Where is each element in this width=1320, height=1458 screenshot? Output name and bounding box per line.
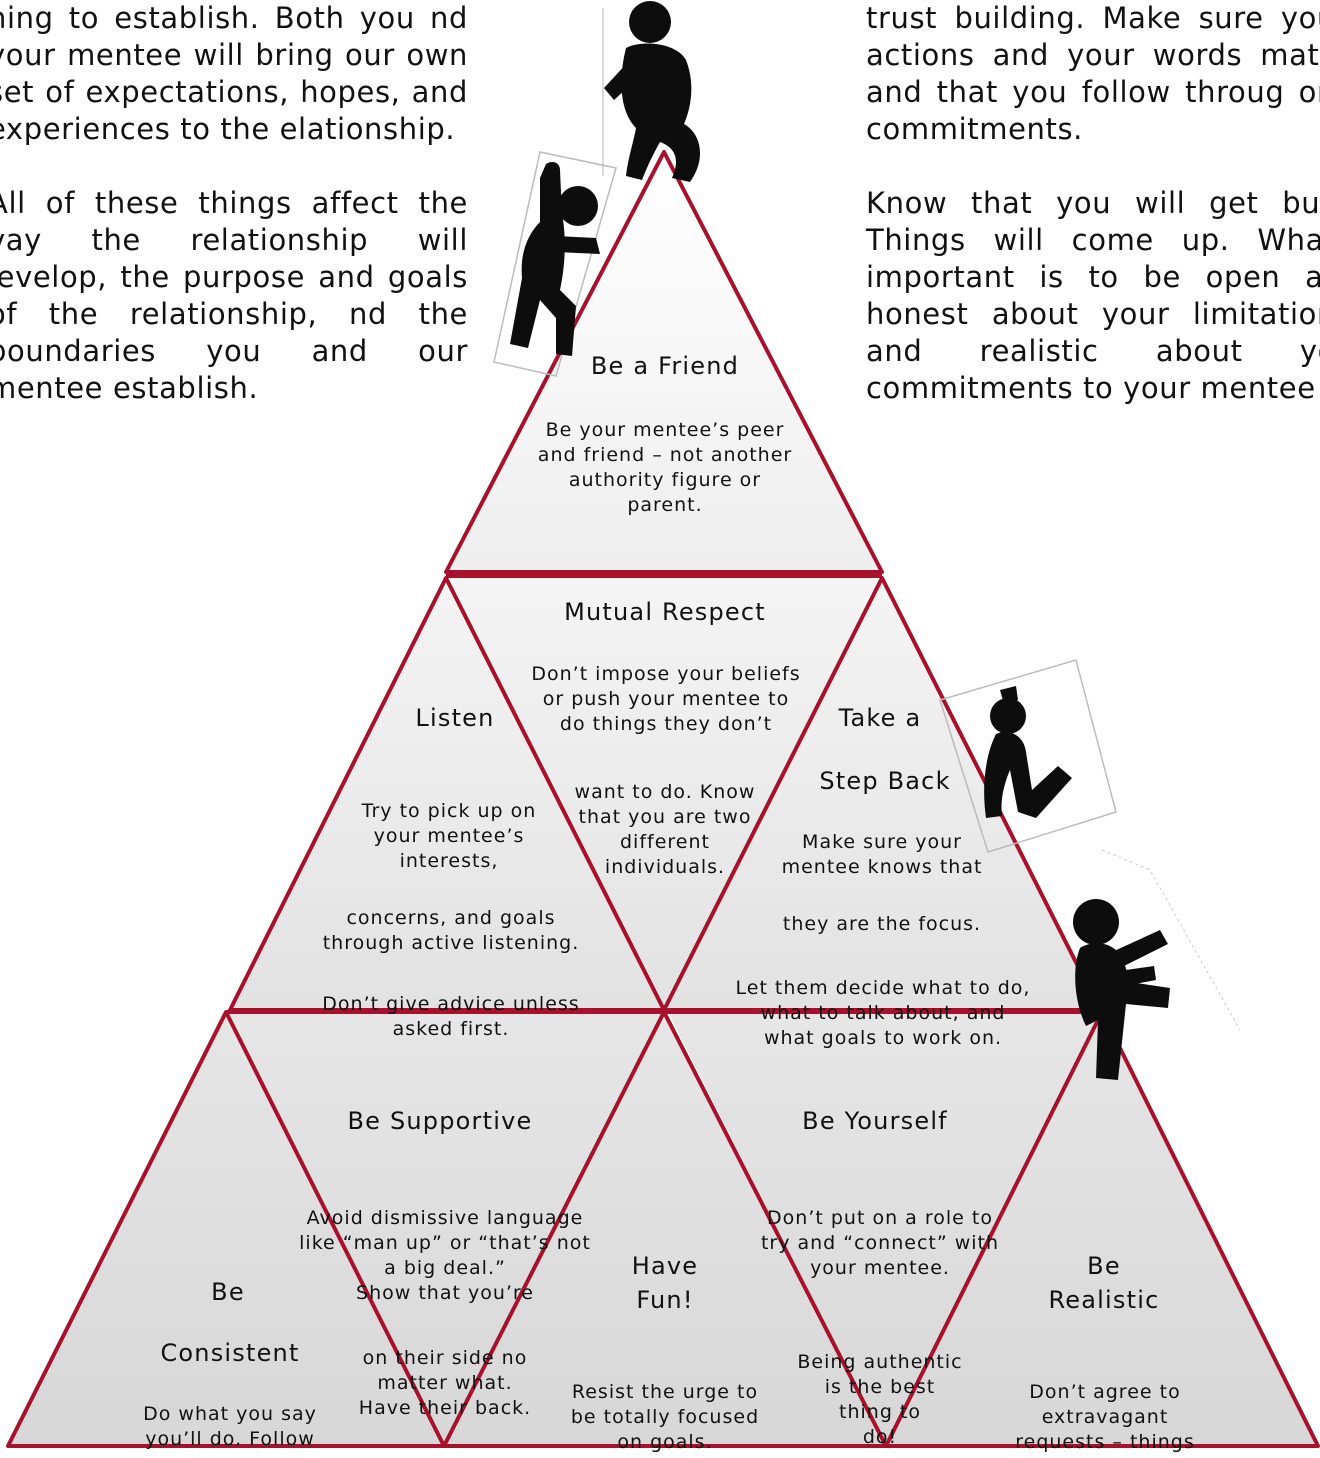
take-a-step-back-title-2: Step Back — [819, 767, 951, 795]
mutual-respect-title: Mutual Respect — [564, 598, 766, 626]
tile-be-yourself — [668, 1012, 1102, 1446]
tile-take-a-step-back — [664, 578, 1100, 1010]
be-yourself-body-2: Being authentic is the best thing to do! — [797, 1351, 963, 1448]
have-fun-body: Resist the urge to be totally focused on… — [570, 1381, 760, 1453]
be-consistent-title-1: Be — [211, 1278, 245, 1306]
be-supportive-body-1: Avoid dismissive language like “man up” … — [299, 1207, 591, 1304]
be-realistic-title: Be Realistic — [1048, 1252, 1160, 1314]
be-consistent-title-2: Consistent — [160, 1339, 300, 1367]
left-paragraph-2: All of these things affect the vay the r… — [0, 186, 468, 405]
be-a-friend-body: Be your mentee’s peer and friend – not a… — [537, 419, 793, 516]
mutual-respect-body-1: Don’t impose your beliefs or push your m… — [531, 663, 801, 735]
be-supportive-body-2: on their side no matter what. Have their… — [358, 1347, 532, 1419]
climbing-figure-icon — [493, 151, 617, 377]
pyramid-outlines — [6, 150, 1320, 1448]
take-a-step-back-title-1: Take a — [838, 704, 922, 732]
take-a-step-back-body-1: Make sure your mentee knows that — [781, 831, 983, 878]
listen-body-2: concerns, and goals through active liste… — [322, 907, 580, 954]
tile-be-realistic — [886, 1012, 1318, 1446]
climbing-figure-icon — [1073, 849, 1241, 1080]
be-yourself-body-1: Don’t put on a role to try and “connect”… — [760, 1207, 1000, 1279]
tile-mutual-respect — [446, 578, 882, 1010]
take-a-step-back-body-3: Let them decide what to do, what to talk… — [735, 977, 1031, 1049]
tile-be-consistent — [8, 1012, 444, 1446]
right-text-column: trust building. Make sure you actions an… — [866, 0, 1320, 407]
climbing-figure-icon — [602, 1, 701, 182]
climbing-figure-icon — [939, 659, 1117, 853]
be-supportive-title: Be Supportive — [347, 1107, 533, 1135]
be-yourself-title: Be Yourself — [802, 1107, 948, 1135]
right-paragraph-1: trust building. Make sure you actions an… — [866, 1, 1320, 146]
right-paragraph-2: Know that you will get bus Things will c… — [866, 186, 1320, 405]
mutual-respect-body-2: want to do. Know that you are two differ… — [574, 781, 756, 878]
listen-body-3: Don’t give advice unless asked first. — [322, 993, 580, 1040]
tile-be-a-friend — [446, 152, 882, 572]
listen-body-1: Try to pick up on your mentee’s interest… — [361, 800, 537, 872]
be-realistic-body: Don’t agree to extravagant requests – th… — [1015, 1381, 1195, 1453]
left-paragraph-1: hing to establish. Both you nd your ment… — [0, 1, 468, 146]
left-text-column: hing to establish. Both you nd your ment… — [0, 0, 468, 407]
listen-title: Listen — [415, 704, 495, 732]
tile-have-fun — [444, 1012, 886, 1446]
take-a-step-back-body-2: they are the focus. — [782, 913, 982, 935]
be-consistent-body: Do what you say you’ll do. Follow — [143, 1403, 317, 1450]
tile-be-supportive — [226, 1012, 664, 1446]
tile-listen — [230, 578, 664, 1010]
have-fun-title: Have Fun! — [631, 1252, 699, 1314]
be-a-friend-title: Be a Friend — [590, 352, 740, 380]
